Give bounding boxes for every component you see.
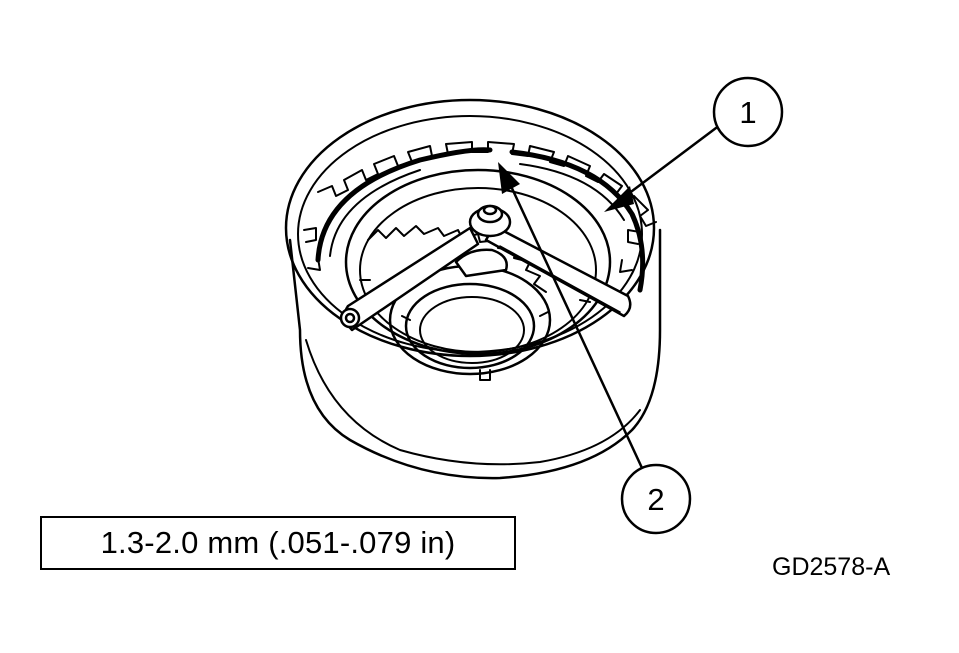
spring-compressor-tool [339,204,632,332]
snap-ring [315,147,646,293]
callout-2-leader [508,182,644,470]
callout-2: 2 [620,463,692,535]
callout-1-leader [618,126,718,202]
callout-1-label: 1 [739,95,756,130]
callout-2-arrowhead [498,162,520,194]
callout-1: 1 [712,76,784,148]
clearance-spec-box: 1.3-2.0 mm (.051-.079 in) [40,516,516,570]
callout-2-label: 2 [647,482,664,517]
clutch-pack [344,168,612,356]
figure-id: GD2578-A [772,553,891,581]
snap-ring-inner-edge [329,163,625,257]
clearance-spec-text: 1.3-2.0 mm (.051-.079 in) [100,525,456,560]
callout-1-arrowhead [604,186,634,212]
